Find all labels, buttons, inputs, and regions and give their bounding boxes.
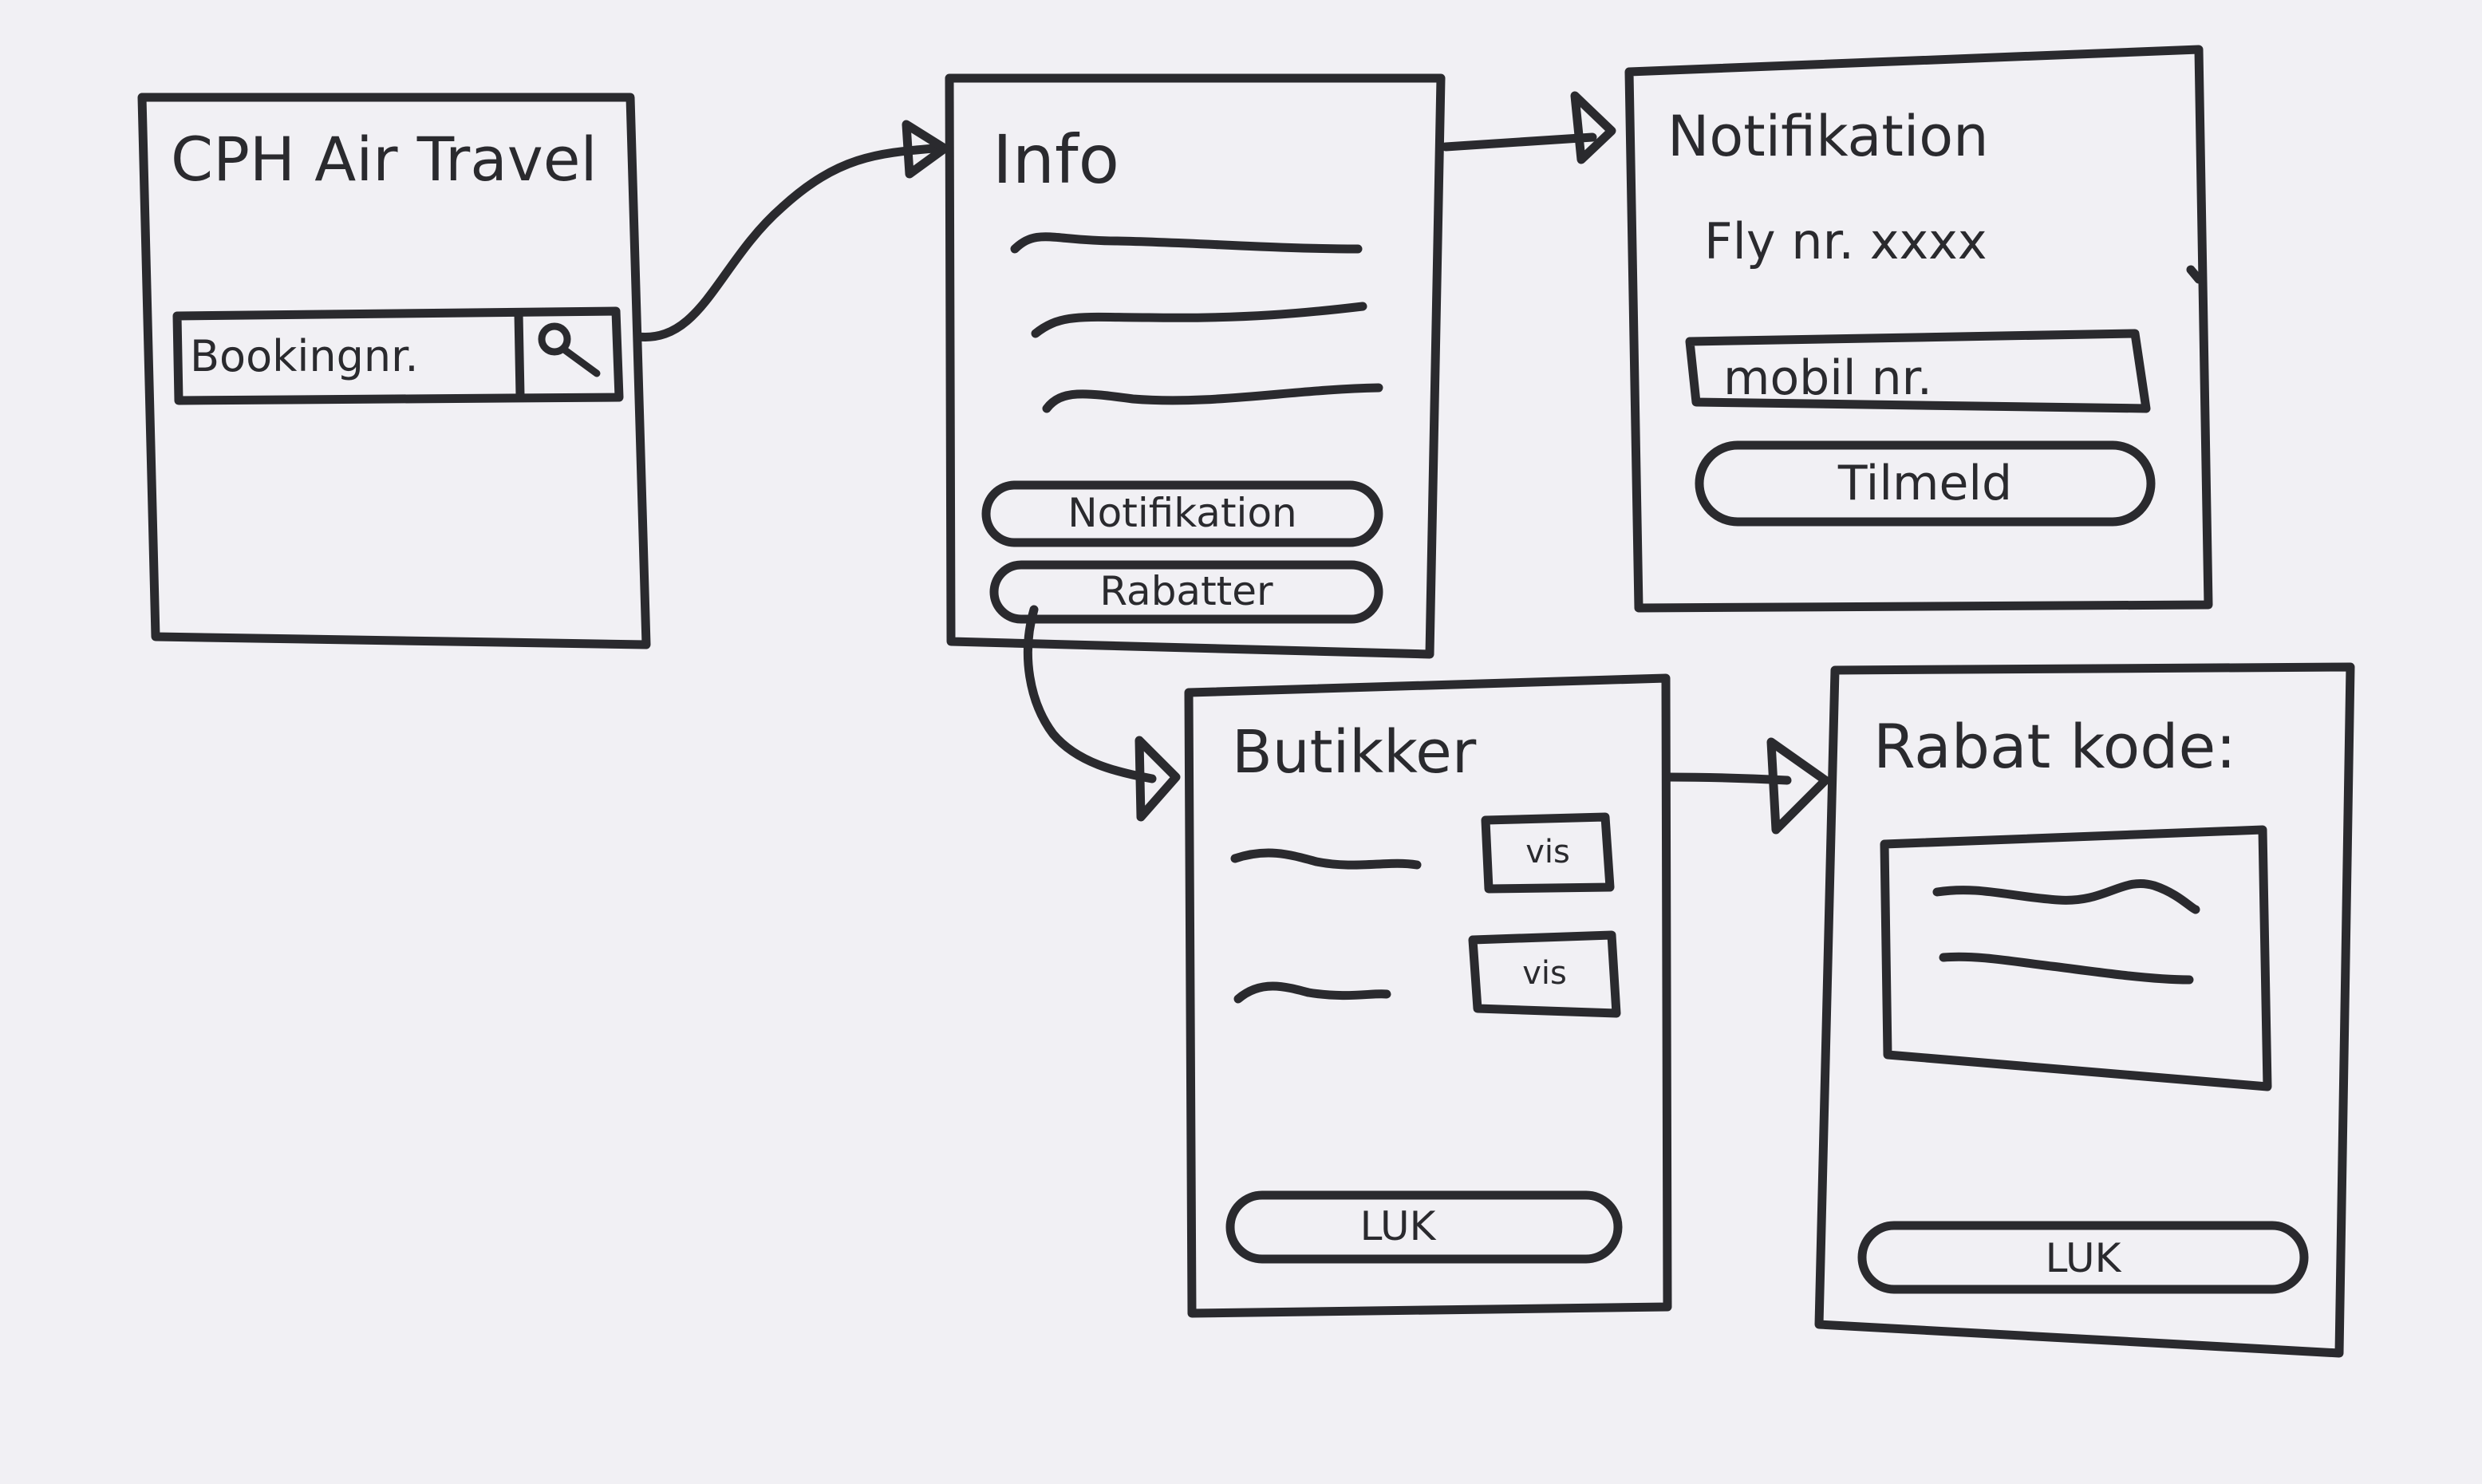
- arrowhead-info-to-stores: [1134, 736, 1181, 822]
- screen-code-frame: [1814, 662, 2355, 1358]
- screen-info-frame: [945, 73, 1446, 659]
- subscribe-button-shape[interactable]: [1695, 440, 2156, 527]
- info-title: Info: [992, 120, 1119, 199]
- notification-title: Notifikation: [1667, 104, 1989, 169]
- code-close-button-shape[interactable]: [1857, 1221, 2309, 1294]
- screen-notification-frame: [1624, 45, 2213, 613]
- stores-close-button-shape[interactable]: [1225, 1190, 1623, 1264]
- code-text-line-2: [1939, 952, 2194, 985]
- info-text-line-3: [1042, 383, 1383, 413]
- arrowhead-stores-to-code: [1766, 737, 1830, 835]
- screen-stores-frame: [1184, 673, 1672, 1318]
- store-view-button-2[interactable]: vis: [1522, 955, 1567, 992]
- search-divider: [514, 309, 525, 401]
- flight-number-label: Fly nr. xxxx: [1704, 212, 1987, 270]
- code-box: [1880, 825, 2272, 1091]
- stores-close-button[interactable]: LUK: [1359, 1203, 1436, 1249]
- code-title: Rabat kode:: [1873, 711, 2236, 782]
- screen-start-frame: [137, 93, 651, 649]
- arrowhead-info-to-notification: [1570, 91, 1616, 164]
- search-field[interactable]: [172, 306, 624, 405]
- arrow-info-to-notification: [1441, 132, 1597, 152]
- notification-button-shape[interactable]: [981, 480, 1383, 547]
- mobile-field[interactable]: [1685, 329, 2151, 413]
- store-view-button-2-shape[interactable]: [1468, 930, 1621, 1018]
- code-text-line-1: [1932, 878, 2200, 914]
- booking-number-placeholder: Bookingnr.: [190, 331, 419, 381]
- subscribe-button[interactable]: Tilmeld: [1837, 456, 2013, 511]
- store-name-line-1: [1230, 848, 1422, 870]
- notification-button[interactable]: Notifikation: [1067, 490, 1297, 536]
- store-name-line-2: [1233, 981, 1391, 1004]
- start-title: CPH Air Travel: [171, 124, 598, 195]
- store-view-button-1[interactable]: vis: [1525, 834, 1570, 870]
- arrow-info-to-stores: [1024, 605, 1157, 783]
- info-text-line-2: [1031, 302, 1367, 338]
- mobile-number-placeholder: mobil nr.: [1723, 350, 1932, 406]
- arrowhead-start-to-info: [902, 120, 949, 179]
- code-close-button[interactable]: LUK: [2045, 1235, 2121, 1281]
- store-view-button-1-shape[interactable]: [1481, 812, 1615, 894]
- stores-title: Butikker: [1232, 718, 1477, 787]
- discounts-button[interactable]: Rabatter: [1099, 568, 1273, 614]
- search-icon[interactable]: [538, 322, 601, 377]
- arrow-start-to-info: [633, 144, 938, 341]
- notification-frame-tick: [2186, 265, 2204, 284]
- info-text-line-1: [1010, 232, 1363, 254]
- discounts-button-shape[interactable]: [989, 560, 1383, 624]
